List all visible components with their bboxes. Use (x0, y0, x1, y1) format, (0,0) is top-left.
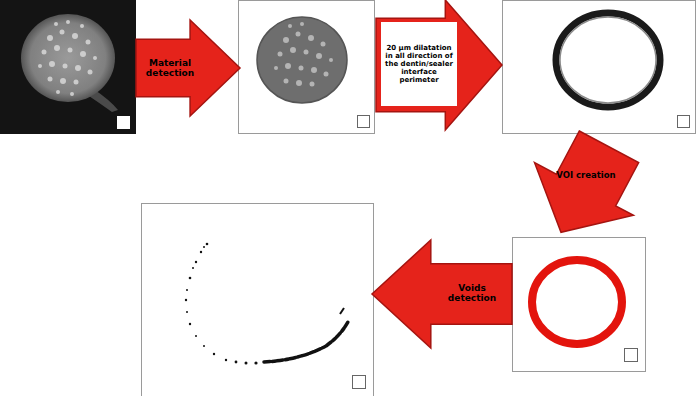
material-texture (274, 22, 333, 87)
panel-frame (239, 1, 375, 134)
step-label: VOI creation (556, 158, 616, 194)
arrow-shape (528, 140, 640, 238)
scale-box (353, 376, 366, 389)
step-label: Voids detection (436, 268, 508, 318)
panel-frame (142, 204, 374, 396)
process-arrow: Voids detection (372, 240, 512, 348)
voids-panel (142, 204, 374, 396)
voi-ring (532, 260, 622, 344)
material-section (257, 17, 347, 103)
process-arrow: VOI creation (528, 140, 640, 238)
inner-edge (560, 17, 656, 103)
void-band (264, 322, 348, 362)
material-panel (239, 1, 375, 134)
step-label: 20 µm dilatation in all direction of the… (381, 22, 457, 106)
void-mark (340, 308, 344, 314)
panel-frame (503, 1, 696, 134)
filling-texture (38, 20, 97, 96)
process-arrow: Material detection (136, 20, 240, 116)
block-arrow (136, 20, 240, 116)
root-section (21, 14, 115, 102)
process-arrow: 20 µm dilatation in all direction of the… (376, 0, 502, 130)
voi-panel (513, 238, 646, 372)
interface-panel (503, 1, 696, 134)
scale-box (625, 349, 638, 362)
block-arrow (376, 0, 502, 130)
dilated-ring (556, 13, 660, 107)
block-arrow (372, 240, 512, 348)
panel-background (0, 0, 136, 134)
scale-box (678, 116, 690, 128)
ct-slice-panel (0, 0, 136, 134)
void-marks (185, 243, 258, 365)
scale-box (358, 116, 370, 128)
block-arrow (512, 119, 657, 258)
scale-box (117, 116, 130, 129)
panel-frame (513, 238, 646, 372)
step-label: Material detection (140, 42, 200, 94)
